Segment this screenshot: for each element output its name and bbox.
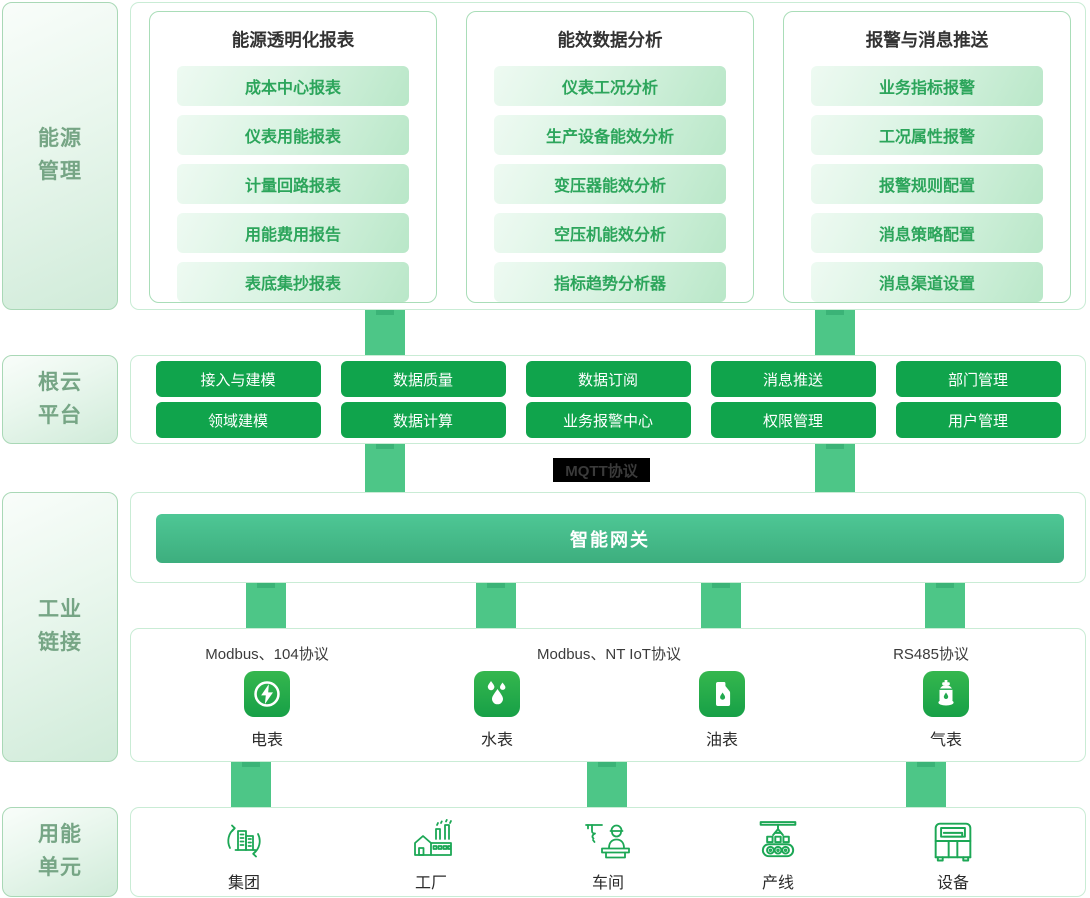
unit-workshop: 车间 bbox=[558, 816, 658, 893]
unit-production-line: 产线 bbox=[728, 816, 828, 893]
feature-chip: 成本中心报表 bbox=[177, 66, 409, 106]
feature-chip: 仪表工况分析 bbox=[494, 66, 726, 106]
platform-service: 接入与建模 bbox=[155, 361, 321, 397]
feature-chip: 仪表用能报表 bbox=[177, 115, 409, 155]
platform-service: 用户管理 bbox=[895, 402, 1061, 438]
feature-chip: 消息策略配置 bbox=[811, 213, 1043, 253]
unit-label: 集团 bbox=[227, 875, 260, 892]
sidebar-label: 链接 bbox=[38, 631, 82, 654]
connector bbox=[925, 583, 965, 628]
production-line-icon bbox=[728, 816, 828, 866]
platform-service: 领域建模 bbox=[155, 402, 321, 438]
unit-equipment: 设备 bbox=[903, 816, 1003, 893]
unit-group: 集团 bbox=[194, 816, 294, 893]
workshop-icon bbox=[558, 816, 658, 866]
protocol-label: Modbus、NT IoT协议 bbox=[537, 646, 681, 663]
meter-label: 电表 bbox=[250, 732, 283, 749]
platform-services-band: 接入与建模 数据质量 数据订阅 消息推送 部门管理 领域建模 数据计算 业务报警… bbox=[130, 355, 1086, 444]
sidebar-label: 单元 bbox=[38, 856, 82, 879]
unit-label: 设备 bbox=[936, 875, 969, 892]
feature-chip: 表底集抄报表 bbox=[177, 262, 409, 302]
protocol-label: Modbus、104协议 bbox=[205, 646, 329, 663]
connector bbox=[476, 583, 516, 628]
energy-units-container: 集团 工厂 bbox=[130, 807, 1086, 897]
feature-chip: 空压机能效分析 bbox=[494, 213, 726, 253]
meter-label: 气表 bbox=[929, 732, 962, 749]
gateway-container: 智能网关 bbox=[130, 492, 1086, 583]
gas-meter-icon bbox=[923, 671, 969, 717]
electric-meter-icon bbox=[244, 671, 290, 717]
smart-gateway-bar: 智能网关 bbox=[156, 514, 1064, 563]
card-energy-data-analysis: 能效数据分析 仪表工况分析 生产设备能效分析 变压器能效分析 空压机能效分析 指… bbox=[466, 11, 754, 303]
connector bbox=[906, 762, 946, 807]
sidebar-section-energy-units: 用能 单元 bbox=[2, 807, 118, 897]
platform-service: 权限管理 bbox=[710, 402, 876, 438]
sidebar-label: 用能 bbox=[38, 823, 82, 847]
sidebar-label: 工业 bbox=[38, 598, 82, 622]
meter-gas: 气表 bbox=[901, 671, 991, 750]
platform-service: 消息推送 bbox=[710, 361, 876, 397]
feature-chip: 指标趋势分析器 bbox=[494, 262, 726, 302]
sidebar-label: 根云 bbox=[38, 370, 82, 394]
factory-icon bbox=[381, 816, 481, 866]
platform-service: 业务报警中心 bbox=[525, 402, 691, 438]
connector bbox=[815, 310, 855, 356]
application-layer-container: 能源透明化报表 成本中心报表 仪表用能报表 计量回路报表 用能费用报告 表底集抄… bbox=[130, 2, 1086, 310]
card-energy-transparency-reports: 能源透明化报表 成本中心报表 仪表用能报表 计量回路报表 用能费用报告 表底集抄… bbox=[149, 11, 437, 303]
connector bbox=[587, 762, 627, 807]
feature-chip: 计量回路报表 bbox=[177, 164, 409, 204]
sidebar-label: 平台 bbox=[38, 403, 82, 427]
unit-factory: 工厂 bbox=[381, 816, 481, 893]
card-alarm-message-push: 报警与消息推送 业务指标报警 工况属性报警 报警规则配置 消息策略配置 消息渠道… bbox=[783, 11, 1071, 303]
mqtt-protocol-label: MQTT协议 bbox=[553, 458, 650, 482]
protocol-meter-container: Modbus、104协议 Modbus、NT IoT协议 RS485协议 电表 … bbox=[130, 628, 1086, 762]
sidebar-section-root-cloud-platform: 根云 平台 bbox=[2, 355, 118, 444]
connector bbox=[231, 762, 271, 807]
platform-service: 数据订阅 bbox=[525, 361, 691, 397]
group-icon bbox=[194, 816, 294, 866]
feature-chip: 变压器能效分析 bbox=[494, 164, 726, 204]
sidebar-section-energy-management: 能源 管理 bbox=[2, 2, 118, 310]
meter-label: 油表 bbox=[705, 732, 738, 749]
meter-oil: 油表 bbox=[677, 671, 767, 750]
unit-label: 车间 bbox=[591, 875, 624, 892]
sidebar-section-industrial-link: 工业 链接 bbox=[2, 492, 118, 762]
sidebar-label: 能源 bbox=[38, 127, 82, 151]
unit-label: 工厂 bbox=[414, 875, 447, 892]
card-title: 能效数据分析 bbox=[557, 30, 663, 50]
connector bbox=[701, 583, 741, 628]
feature-chip: 消息渠道设置 bbox=[811, 262, 1043, 302]
connector bbox=[365, 310, 405, 356]
meter-label: 水表 bbox=[480, 732, 513, 749]
card-title: 报警与消息推送 bbox=[865, 30, 989, 50]
unit-label: 产线 bbox=[761, 875, 794, 892]
platform-service: 数据计算 bbox=[340, 402, 506, 438]
meter-electric: 电表 bbox=[222, 671, 312, 750]
feature-chip: 用能费用报告 bbox=[177, 213, 409, 253]
connector bbox=[246, 583, 286, 628]
protocol-label: RS485协议 bbox=[893, 646, 969, 663]
meter-water: 水表 bbox=[452, 671, 542, 750]
connector bbox=[365, 444, 405, 492]
platform-service: 数据质量 bbox=[340, 361, 506, 397]
feature-chip: 业务指标报警 bbox=[811, 66, 1043, 106]
card-title: 能源透明化报表 bbox=[231, 30, 355, 50]
connector bbox=[815, 444, 855, 492]
oil-meter-icon bbox=[699, 671, 745, 717]
sidebar-label: 管理 bbox=[38, 160, 82, 183]
water-meter-icon bbox=[474, 671, 520, 717]
equipment-icon bbox=[903, 816, 1003, 866]
feature-chip: 生产设备能效分析 bbox=[494, 115, 726, 155]
feature-chip: 报警规则配置 bbox=[811, 164, 1043, 204]
platform-service: 部门管理 bbox=[895, 361, 1061, 397]
feature-chip: 工况属性报警 bbox=[811, 115, 1043, 155]
